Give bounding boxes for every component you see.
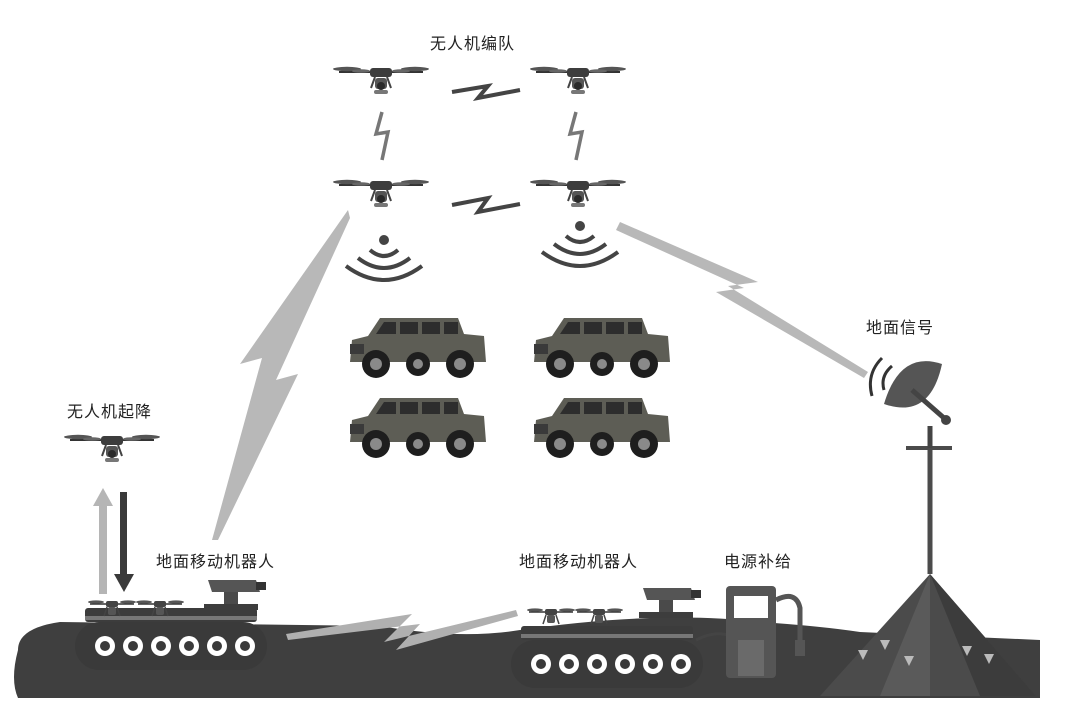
tracked-robot-icon — [511, 626, 703, 688]
signal-waves-icon — [540, 219, 620, 268]
robot-turret-icon — [639, 588, 701, 618]
power-supply-label: 电源补给 — [724, 552, 793, 571]
formation-link-right — [567, 111, 585, 161]
robot-drone-icon — [526, 607, 576, 625]
satellite-dish-icon — [868, 356, 951, 448]
formation-drone-3 — [332, 178, 430, 208]
formation-link-top — [451, 83, 521, 102]
formation-link-left — [373, 111, 391, 161]
vehicle-icon — [534, 398, 670, 458]
vehicle-icon — [534, 318, 670, 378]
tent-icon — [820, 574, 1036, 696]
formation-label: 无人机编队 — [430, 34, 516, 53]
ground-signal-label: 地面信号 — [866, 318, 935, 337]
fuel-pump-icon — [726, 586, 805, 678]
formation-drone-4 — [529, 178, 627, 208]
formation-drone-2 — [529, 65, 627, 95]
link-formation-to-signal — [616, 222, 868, 378]
vehicle-icon — [350, 398, 486, 458]
link-robot-to-formation — [212, 210, 350, 540]
vehicle-icon — [350, 318, 486, 378]
uav-takeoff-landing-label: 无人机起降 — [67, 402, 153, 421]
takeoff-arrow-up-icon — [93, 488, 113, 594]
tracked-robot-icon — [75, 608, 267, 670]
takeoff-drone-icon — [63, 433, 161, 463]
landing-arrow-down-icon — [114, 492, 134, 592]
formation-link-mid — [451, 195, 521, 215]
formation-drone-1 — [332, 65, 430, 95]
robot-turret-icon — [204, 580, 266, 610]
ground-robot-right-label: 地面移动机器人 — [519, 552, 639, 571]
ground-robot-left-label: 地面移动机器人 — [156, 552, 276, 571]
link-robot-to-robot — [286, 610, 518, 650]
signal-waves-icon — [344, 233, 424, 282]
